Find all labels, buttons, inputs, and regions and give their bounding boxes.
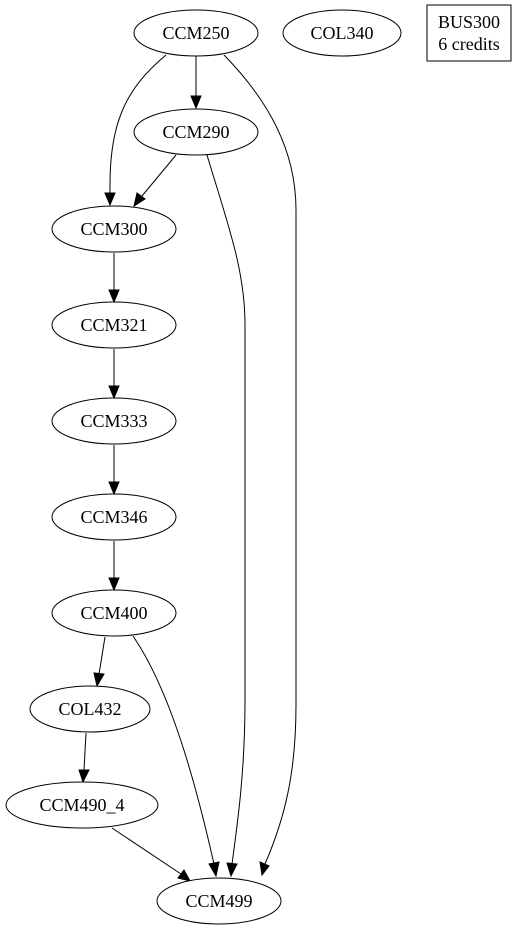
node-ccm321: CCM321 (51, 301, 177, 349)
node-label-ccm400: CCM400 (80, 603, 147, 623)
node-ccm250: CCM250 (133, 9, 259, 57)
node-ccm300: CCM300 (51, 205, 177, 253)
node-label-ccm321: CCM321 (80, 315, 147, 335)
node-label-ccm250: CCM250 (162, 23, 229, 43)
node-label-ccm499: CCM499 (185, 891, 252, 911)
node-ccm400: CCM400 (51, 589, 177, 637)
node-label-bus300-title: BUS300 (438, 12, 500, 32)
node-label-ccm346: CCM346 (80, 507, 147, 527)
node-ccm346: CCM346 (51, 493, 177, 541)
edge-ccm290-ccm499 (206, 154, 246, 878)
edge-ccm290-ccm300 (133, 154, 177, 208)
edge-ccm400-col432 (93, 636, 106, 688)
node-ccm290: CCM290 (133, 108, 259, 156)
edges (78, 54, 297, 882)
edge-ccm250-ccm290 (190, 55, 202, 110)
node-label-ccm290: CCM290 (162, 122, 229, 142)
edge-ccm300-ccm321 (108, 253, 120, 304)
edge-ccm490-4-ccm499 (111, 827, 191, 882)
node-bus300: BUS300 6 credits (426, 4, 512, 62)
edge-ccm400-ccm499 (132, 635, 220, 878)
nodes: CCM250 COL340 BUS300 6 credits CCM290 CC… (5, 4, 512, 925)
edge-ccm333-ccm346 (108, 445, 120, 496)
node-ccm490-4: CCM490_4 (5, 781, 159, 829)
node-label-ccm490-4: CCM490_4 (39, 795, 124, 815)
node-label-bus300-credits: 6 credits (438, 34, 499, 54)
node-ccm499: CCM499 (156, 877, 282, 925)
node-label-ccm300: CCM300 (80, 219, 147, 239)
edge-col432-ccm490-4 (78, 732, 90, 784)
node-ccm333: CCM333 (51, 397, 177, 445)
edge-ccm346-ccm400 (108, 541, 120, 592)
node-col340: COL340 (282, 9, 402, 57)
edge-ccm250-ccm499 (223, 54, 297, 877)
node-col432: COL432 (29, 685, 151, 733)
edge-ccm321-ccm333 (108, 349, 120, 400)
node-label-col432: COL432 (59, 699, 122, 719)
node-label-col340: COL340 (311, 23, 374, 43)
node-label-ccm333: CCM333 (80, 411, 147, 431)
edge-ccm250-ccm300 (104, 54, 167, 207)
